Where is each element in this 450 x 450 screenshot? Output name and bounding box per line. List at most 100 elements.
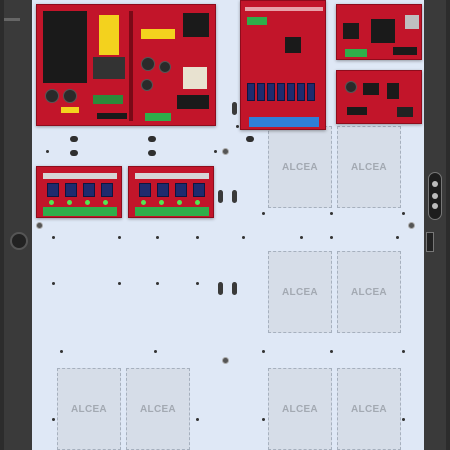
status-led (195, 200, 200, 205)
empty-module-slot: ALCEA (337, 251, 401, 333)
empty-module-slot: ALCEA (57, 368, 121, 450)
relay (267, 83, 275, 101)
relay (297, 83, 305, 101)
mounting-hole (330, 236, 333, 239)
screw (408, 222, 415, 229)
door-latch[interactable] (426, 232, 434, 252)
connector (97, 113, 127, 119)
chip (183, 13, 209, 37)
terminal-block[interactable] (249, 117, 319, 127)
status-led (103, 200, 108, 205)
lock-dot (432, 203, 438, 209)
placeholder-label: ALCEA (282, 286, 318, 298)
status-led (85, 200, 90, 205)
chip (363, 83, 379, 95)
terminal-block[interactable] (135, 207, 209, 216)
lock-dot (432, 193, 438, 199)
relay (257, 83, 265, 101)
placeholder-label: ALCEA (282, 161, 318, 173)
hinge-hole (10, 232, 28, 250)
capacitor (45, 89, 59, 103)
mounting-hole (300, 236, 303, 239)
capacitor (159, 61, 171, 73)
cabinet-edge-left (0, 0, 4, 450)
connector (393, 47, 417, 55)
terminal-block[interactable] (247, 17, 267, 25)
placeholder-label: ALCEA (351, 403, 387, 415)
header-strip (135, 173, 209, 179)
mounting-hole (46, 150, 49, 153)
mounting-slot-vertical (232, 190, 237, 203)
relay-output-board[interactable] (240, 0, 326, 130)
board-divider (129, 11, 133, 121)
status-led (49, 200, 54, 205)
screw (222, 357, 229, 364)
cabinet-frame-left (0, 0, 32, 450)
connector (397, 107, 413, 117)
mounting-hole (236, 125, 239, 128)
status-led (159, 200, 164, 205)
fuse (61, 107, 79, 113)
empty-module-slot: ALCEA (337, 126, 401, 208)
relay-module (93, 95, 123, 104)
ethernet-port[interactable] (405, 15, 419, 29)
relay (139, 183, 151, 197)
placeholder-label: ALCEA (282, 403, 318, 415)
mounting-hole (52, 418, 55, 421)
mounting-hole (154, 350, 157, 353)
inductor (93, 57, 125, 79)
component-yellow (141, 29, 175, 39)
relay (287, 83, 295, 101)
terminal-block[interactable] (43, 207, 117, 216)
mounting-hole (242, 236, 245, 239)
mounting-hole (330, 350, 333, 353)
mounting-hole (262, 350, 265, 353)
mounting-hole (196, 236, 199, 239)
placeholder-label: ALCEA (351, 286, 387, 298)
mounting-slot-vertical (218, 282, 223, 295)
mounting-hole (156, 236, 159, 239)
chip (387, 83, 399, 99)
relay (65, 183, 77, 197)
placeholder-label: ALCEA (140, 403, 176, 415)
status-led (177, 200, 182, 205)
mounting-hole (214, 150, 217, 153)
terminal-block[interactable] (345, 49, 367, 57)
relay (307, 83, 315, 101)
mounting-hole (402, 418, 405, 421)
chip (343, 23, 359, 39)
relay (157, 183, 169, 197)
network-controller-board[interactable] (336, 4, 422, 60)
capacitor (345, 81, 357, 93)
mounting-hole (262, 212, 265, 215)
lock-dot (432, 181, 438, 187)
mounting-hole (60, 350, 63, 353)
relay-module-board[interactable] (128, 166, 214, 218)
relay (101, 183, 113, 197)
mounting-hole (196, 418, 199, 421)
relay-module-board[interactable] (36, 166, 122, 218)
capacitor (141, 79, 153, 91)
mounting-hole (52, 236, 55, 239)
header-strip (43, 173, 117, 179)
transformer-white (183, 67, 207, 89)
placeholder-label: ALCEA (71, 403, 107, 415)
mounting-slot (148, 150, 156, 156)
mounting-slot (70, 150, 78, 156)
door-lock-icon[interactable] (428, 172, 442, 220)
interface-board[interactable] (336, 70, 422, 124)
relay (47, 183, 59, 197)
mounting-hole (196, 282, 199, 285)
connector (347, 107, 367, 115)
power-supply-board[interactable] (36, 4, 216, 126)
mounting-slot-vertical (218, 190, 223, 203)
mounting-hole (402, 350, 405, 353)
mounting-slot (70, 136, 78, 142)
empty-module-slot: ALCEA (126, 368, 190, 450)
heatsink (43, 11, 87, 83)
mounting-hole (396, 236, 399, 239)
terminal-block[interactable] (145, 113, 171, 121)
mounting-hole (402, 212, 405, 215)
mounting-hole (118, 282, 121, 285)
